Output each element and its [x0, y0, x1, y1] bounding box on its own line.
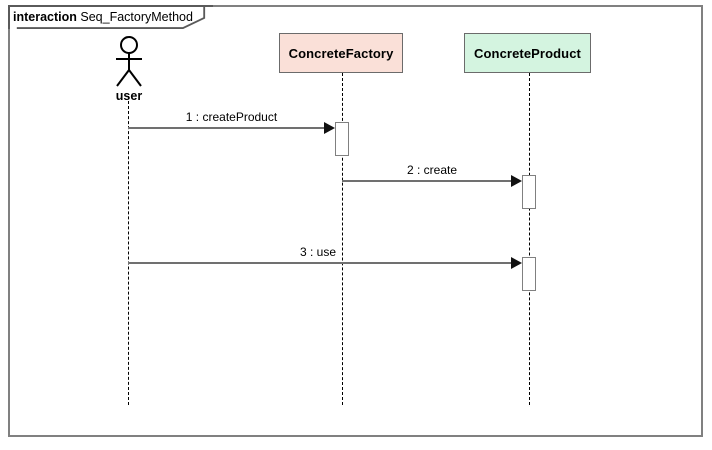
message-2-label: 2 : create — [406, 163, 458, 177]
message-3-label: 3 : use — [299, 245, 337, 259]
frame-name: Seq_FactoryMethod — [80, 10, 193, 24]
participant-concrete-factory-label: ConcreteFactory — [288, 45, 394, 61]
activation-bar-concrete-factory-1 — [335, 122, 349, 156]
participant-concrete-product[interactable]: ConcreteProduct — [464, 33, 591, 73]
message-1-line[interactable] — [128, 127, 324, 129]
message-2-line[interactable] — [342, 180, 511, 182]
lifeline-concrete-product — [529, 73, 530, 405]
frame-title: interaction Seq_FactoryMethod — [13, 8, 193, 26]
actor-user-figure[interactable] — [105, 36, 153, 88]
lifeline-concrete-factory — [342, 73, 343, 405]
activation-bar-concrete-product-2 — [522, 257, 536, 291]
message-3-arrowhead — [511, 257, 522, 269]
message-3-line[interactable] — [128, 262, 511, 264]
activation-bar-concrete-product-1 — [522, 175, 536, 209]
actor-user-label: user — [115, 89, 143, 103]
message-1-label: 1 : createProduct — [185, 110, 278, 124]
participant-concrete-product-label: ConcreteProduct — [474, 45, 581, 61]
message-2-arrowhead — [511, 175, 522, 187]
frame-keyword: interaction — [13, 10, 81, 24]
message-1-arrowhead — [324, 122, 335, 134]
lifeline-user — [128, 96, 129, 405]
participant-concrete-factory[interactable]: ConcreteFactory — [279, 33, 403, 73]
